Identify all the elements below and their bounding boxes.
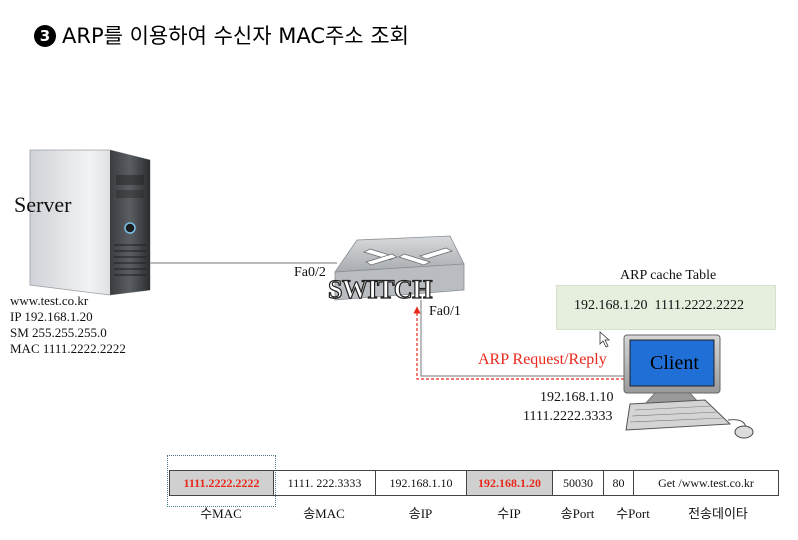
client-computer-icon <box>623 334 754 439</box>
frame-cell-src-ip: 192.168.1.10 <box>376 471 467 495</box>
server-label: Server <box>14 192 72 217</box>
frame-cell-dest-ip: 192.168.1.20 <box>467 471 553 495</box>
arp-cache-entry: 192.168.1.20 1111.2222.2222 <box>574 298 744 313</box>
mouse-pointer-icon <box>599 331 611 348</box>
frame-label-src-ip: 송IP <box>408 506 433 521</box>
frame-cell-src-mac: 1111. 222.3333 <box>274 471 376 495</box>
link-switch-client <box>420 300 626 377</box>
frame-cell-payload: Get /www.test.co.kr <box>658 476 754 490</box>
client-label: Client <box>650 352 699 374</box>
page-title: 3 ARP를 이용하여 수신자 MAC주소 조회 <box>34 20 409 50</box>
frame-label-dest-mac: 수MAC <box>200 506 242 521</box>
client-mac: 1111.2222.3333 <box>523 409 613 424</box>
client-ip: 192.168.1.10 <box>540 390 614 405</box>
step-number-badge: 3 <box>34 25 56 47</box>
arp-cache-title: ARP cache Table <box>620 268 717 283</box>
server-mac: MAC 1111.2222.2222 <box>10 341 126 356</box>
frame-label-dest-ip: 수IP <box>497 506 521 521</box>
frame-cell-dest-mac: 1111.2222.2222 <box>170 471 274 495</box>
switch-icon <box>334 235 465 301</box>
frame-label-payload: 전송데이타 <box>688 506 748 521</box>
server-icon <box>29 149 151 296</box>
frame-cell-dest-port: 80 <box>604 471 634 495</box>
frame-label-dest-port: 수Port <box>616 506 650 521</box>
arp-cache-table <box>556 285 776 330</box>
switch-label: SWITCH <box>327 274 433 304</box>
title-text: ARP를 이용하여 수신자 MAC주소 조회 <box>62 24 409 48</box>
server-subnet-mask: SM 255.255.255.0 <box>10 325 107 340</box>
switch-port-fa0-1: Fa0/1 <box>429 304 461 319</box>
ethernet-frame: 1111.2222.2222 1111. 222.3333 192.168.1.… <box>169 470 779 496</box>
dest-mac-selection-outline <box>167 455 276 507</box>
server-hostname: www.test.co.kr <box>10 293 89 308</box>
frame-cell-src-port: 50030 <box>553 471 604 495</box>
frame-label-src-mac: 송MAC <box>303 506 345 521</box>
switch-port-fa0-2: Fa0/2 <box>294 265 326 280</box>
arp-path-arrow <box>413 306 624 380</box>
arp-request-reply-label: ARP Request/Reply <box>478 351 607 368</box>
frame-label-src-port: 송Port <box>560 506 595 521</box>
server-ip: IP 192.168.1.20 <box>10 309 93 324</box>
